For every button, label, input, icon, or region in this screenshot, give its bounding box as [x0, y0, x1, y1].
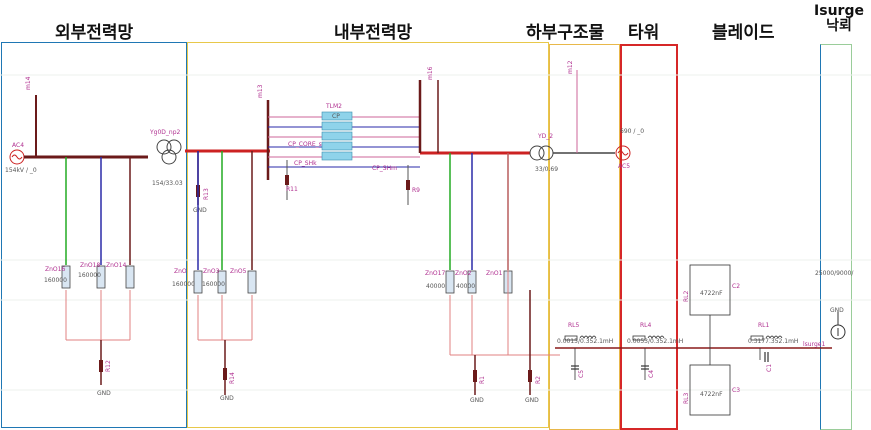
- meter-m16-label: m16: [427, 66, 434, 80]
- cable-blocks: [321, 111, 353, 161]
- c5-label: C5: [578, 370, 585, 378]
- zn03-label: ZnO3: [203, 268, 220, 275]
- substructure-title: 하부구조물: [526, 23, 605, 43]
- internal-grid-title: 내부전력망: [334, 23, 413, 43]
- zn018-label: ZnO18: [80, 262, 100, 269]
- c3-label: C3: [732, 387, 740, 394]
- rl5: [564, 335, 597, 341]
- meter-m13-label: m13: [257, 84, 264, 98]
- int-gnd-label-2: GND: [220, 395, 234, 402]
- meter-m12-label: m12: [567, 60, 574, 74]
- ac4-value: 154kV / _0: [5, 167, 37, 174]
- tower-region: [620, 44, 678, 430]
- zn017-label: ZnO17: [425, 270, 445, 277]
- ac4-source: [9, 149, 25, 165]
- int-gnd-label-3: GND: [470, 397, 484, 404]
- background-grid: [0, 74, 871, 391]
- int-gnd-label-4: GND: [525, 397, 539, 404]
- tlm-label: TLM2: [325, 103, 342, 110]
- r9-label: R9: [412, 187, 420, 194]
- rl5-value: 0.0015/0.352.1mH: [557, 338, 613, 345]
- cp-core-label: CP_CORE_s: [288, 141, 322, 148]
- isurge-title: Isurge 낙뢰: [814, 4, 864, 34]
- r13-label: R13: [203, 188, 210, 200]
- rl1-value: 0.3177.352.1mH: [748, 338, 798, 345]
- zn05-label: ZnO5: [230, 268, 247, 275]
- zn016-label: ZnO16: [45, 266, 65, 273]
- r1-label: R1: [479, 376, 486, 384]
- isurge-source: [830, 312, 846, 340]
- zn03-value: 160000: [202, 281, 225, 288]
- transformer-2-label: YD_2: [537, 133, 553, 140]
- isurge-title-line1: Isurge: [814, 3, 864, 19]
- zn02-label: ZnO2: [455, 270, 472, 277]
- rl3-label: RL3: [683, 392, 690, 404]
- c3-value: 4722nF: [700, 391, 723, 398]
- c2-value: 4722nF: [700, 290, 723, 297]
- cp-shk1-label: CP_SHk: [294, 160, 317, 167]
- zn02-value: 40000: [456, 283, 475, 290]
- blade-lower-loop: [689, 348, 731, 416]
- rl4: [632, 335, 665, 341]
- rl1: [750, 335, 783, 341]
- ac5-source: [615, 145, 631, 161]
- zn017-value: 40000: [426, 283, 445, 290]
- tower-title: 타워: [628, 23, 660, 43]
- external-grid-region: [1, 42, 187, 428]
- ext-arrester-row: [61, 265, 135, 289]
- transformer-1-label: Yg0D_np2: [149, 129, 181, 136]
- transformer-1-ratio: 154/33.03: [152, 180, 183, 187]
- zn014-label: ZnO14: [106, 262, 126, 269]
- r12-label: R12: [105, 360, 112, 372]
- blade-title: 블레이드: [712, 23, 775, 43]
- rl4-value: 0.0053/0.352.1mH: [627, 338, 683, 345]
- zn018-value: 160000: [78, 272, 101, 279]
- r2-label: R2: [535, 376, 542, 384]
- isurge-value: 25000/9000/: [815, 270, 854, 277]
- transformer-2: [529, 145, 554, 161]
- c2-label: C2: [732, 283, 740, 290]
- r11-label: R11: [286, 186, 298, 193]
- cp-shk2-label: CP_SHm: [372, 165, 397, 172]
- rl4-label: RL4: [640, 322, 652, 329]
- transformer-2-ratio: 33/0.69: [535, 166, 558, 173]
- lsurge1-label: lsurge1: [803, 341, 825, 348]
- isurge-title-line2: 낙뢰: [826, 18, 852, 34]
- c1-label: C1: [766, 364, 773, 372]
- meter-m14-label: m14: [25, 76, 32, 90]
- internal-grid-region: [187, 42, 549, 428]
- external-grid-title: 외부전력망: [55, 23, 134, 43]
- isurge-gnd: GND: [830, 307, 844, 314]
- ac4-label: AC4: [12, 142, 24, 149]
- int-gnd-label-1: GND: [193, 207, 207, 214]
- zn0-label: ZnO: [174, 268, 187, 275]
- rl2-label: RL2: [683, 290, 690, 302]
- rl1-label: RL1: [758, 322, 770, 329]
- ac5-value: 690 / _0: [620, 128, 644, 135]
- blade-upper-loop: [689, 264, 731, 348]
- zn0-value: 160000: [172, 281, 195, 288]
- r14-label: R14: [229, 372, 236, 384]
- zn016-value: 160000: [44, 277, 67, 284]
- zn01-label: ZnO1: [486, 270, 503, 277]
- transformer-1: [156, 139, 182, 165]
- cp-label: CP: [332, 113, 340, 120]
- ext-gnd-label: GND: [97, 390, 111, 397]
- ac5-label: AC5: [618, 163, 630, 170]
- c4-label: C4: [648, 370, 655, 378]
- rl5-label: RL5: [568, 322, 580, 329]
